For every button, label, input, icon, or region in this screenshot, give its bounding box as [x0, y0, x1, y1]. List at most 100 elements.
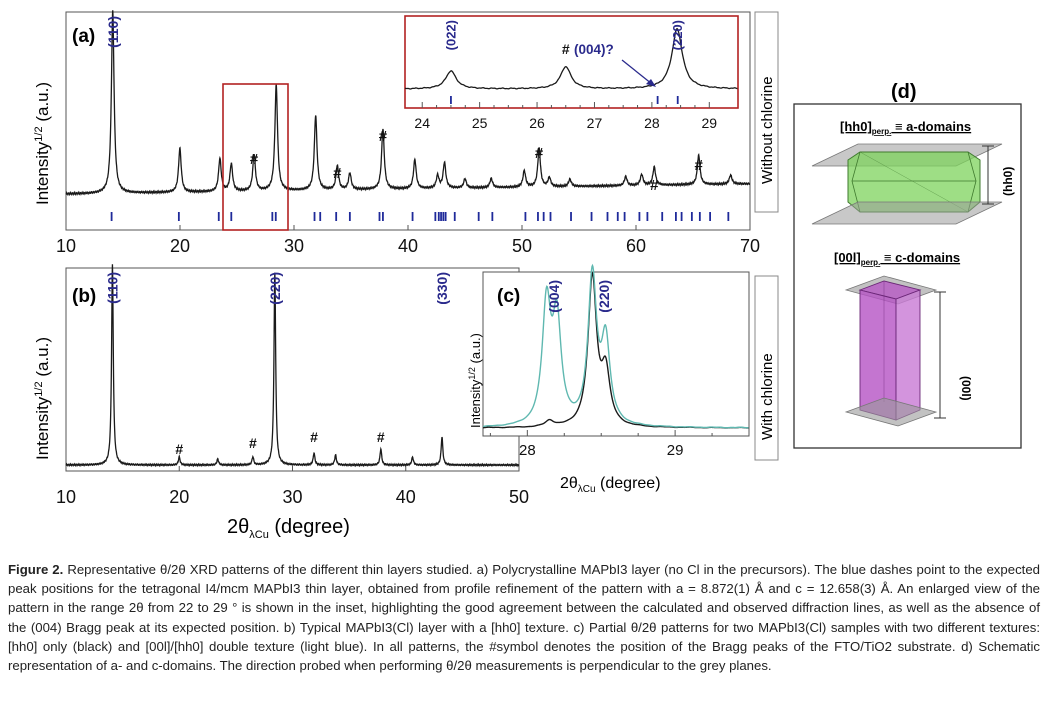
- inset-curve: [404, 27, 738, 90]
- caption-text: Representative θ/2θ XRD patterns of the …: [8, 562, 1040, 674]
- x-tick-label: 28: [644, 115, 660, 131]
- hkl-label: (022): [444, 20, 459, 50]
- panel-d-frame: [793, 103, 1022, 449]
- figure-caption: Figure 2. Representative θ/2θ XRD patter…: [8, 560, 1040, 675]
- panel-a-peak-ticks: [110, 212, 730, 221]
- x-tick-label: 10: [56, 236, 76, 256]
- x-tick-label: 40: [396, 487, 416, 507]
- panel-b-substrate-marks: # # # #: [175, 429, 385, 457]
- x-tick-label: 25: [472, 115, 488, 131]
- panel-c-x-label: 2θλCu (degree): [560, 475, 661, 495]
- svg-text:Intensity1/2 (a.u.): Intensity1/2 (a.u.): [33, 337, 52, 460]
- hkl-label: (220): [267, 272, 283, 305]
- substrate-hash-mark: #: [250, 151, 259, 168]
- inset-hkl-labels: (022) (220): [444, 20, 685, 50]
- x-tick-label: 29: [702, 115, 718, 131]
- panel-a-y-label: Intensity1/2 (a.u.): [33, 82, 52, 205]
- a-domain-dim-label: (hh0): [1001, 167, 1015, 196]
- side-label-b: With chlorine: [759, 353, 776, 440]
- c-domain-dim-label: (00l): [959, 376, 973, 401]
- substrate-hash-mark: #: [379, 128, 388, 145]
- panel-a-curve: [65, 10, 751, 197]
- panel-a-label: (a): [72, 26, 95, 47]
- x-tick-label: 10: [56, 487, 76, 507]
- panel-b-y-label: Intensity1/2 (a.u.): [33, 337, 52, 460]
- substrate-hash-mark: #: [249, 435, 257, 451]
- substrate-hash-mark: #: [333, 165, 342, 182]
- panel-d-label: (d): [891, 81, 917, 103]
- inset-annotation: (004)?: [574, 42, 614, 57]
- panel-b-x-label: 2θλCu (degree): [227, 516, 350, 541]
- panel-c-curves: [482, 263, 749, 429]
- panel-b-x-ticks: 10 20 30 40 50: [56, 466, 529, 507]
- panel-c-y-label: Intensity1/2 (a.u.): [467, 333, 483, 428]
- hkl-label: (110): [105, 16, 121, 48]
- panel-c-label: (c): [497, 286, 520, 307]
- x-tick-label: 26: [529, 115, 545, 131]
- x-tick-label: 30: [282, 487, 302, 507]
- panel-d: (d) [hh0]perp. ≡ a-domains (hh0) [00l]pe…: [793, 81, 1022, 449]
- a-domain-title: [hh0]perp. ≡ a-domains: [840, 119, 971, 136]
- panel-a-inset: 24 25 26 27 28 29 (022) (220) # (004)?: [404, 15, 739, 131]
- panel-a-zoom-box: [222, 83, 289, 231]
- svg-text:Intensity1/2 (a.u.): Intensity1/2 (a.u.): [33, 82, 52, 205]
- svg-text:2θλCu (degree): 2θλCu (degree): [560, 475, 661, 495]
- x-tick-label: 20: [169, 487, 189, 507]
- x-tick-label: 27: [587, 115, 603, 131]
- inset-peak-ticks: [450, 96, 679, 104]
- side-label-a: Without chlorine: [759, 76, 776, 184]
- panel-c-x-ticks: 28 29: [489, 430, 750, 459]
- substrate-hash-mark: #: [562, 41, 570, 57]
- x-tick-label: 28: [519, 442, 536, 459]
- x-tick-label: 40: [398, 236, 418, 256]
- x-tick-label: 50: [512, 236, 532, 256]
- panel-a-x-ticks: 10 20 30 40 50 60 70: [56, 225, 760, 256]
- panel-a-substrate-marks: # # # # # #: [250, 128, 704, 194]
- svg-text:2θλCu (degree): 2θλCu (degree): [227, 516, 350, 541]
- pattern-a-line: [65, 10, 751, 197]
- panel-b-hkl-labels: (110) (220) (330): [104, 272, 450, 305]
- substrate-hash-mark: #: [650, 177, 659, 194]
- x-tick-label: 20: [170, 236, 190, 256]
- x-tick-label: 60: [626, 236, 646, 256]
- hkl-label: (220): [670, 20, 685, 50]
- panel-b-curve: [65, 264, 520, 468]
- hkl-label: (004): [546, 280, 562, 313]
- inset-annotation-arrow: [621, 59, 653, 85]
- panel-b: (b) 10 20 30 40 50 (110) (220) (330) # # # # Inte…: [33, 264, 529, 541]
- substrate-hash-mark: #: [175, 441, 183, 457]
- hkl-label: (330): [434, 272, 450, 305]
- panel-c-hkl-labels: (004) (220): [546, 280, 612, 313]
- x-tick-label: 30: [284, 236, 304, 256]
- pattern-inset-line: [404, 27, 738, 90]
- x-tick-label: 29: [667, 442, 684, 459]
- panel-b-frame: [65, 267, 520, 472]
- hkl-label: (110): [104, 272, 120, 304]
- pattern-b-line: [65, 264, 520, 468]
- side-box-a: [754, 11, 779, 213]
- inset-x-ticks: 24 25 26 27 28 29: [414, 102, 717, 131]
- panel-c-frame: [482, 271, 750, 437]
- inset-frame: [404, 15, 739, 109]
- inset-substrate-marks: #: [562, 41, 570, 57]
- pattern-c-series-2: [482, 263, 749, 429]
- substrate-hash-mark: #: [310, 429, 318, 445]
- c-domain-prism: [858, 280, 922, 421]
- substrate-hash-mark: #: [695, 157, 704, 174]
- svg-text:Intensity1/2 (a.u.): Intensity1/2 (a.u.): [467, 333, 483, 428]
- a-domain-bottom-plane: [811, 201, 1003, 225]
- hkl-label: (220): [596, 280, 612, 313]
- x-tick-label: 70: [740, 236, 760, 256]
- inset-arrow-head: [646, 79, 656, 87]
- x-tick-label: 24: [414, 115, 430, 131]
- panel-b-label: (b): [72, 286, 96, 307]
- c-domain-bottom-plane: [844, 397, 938, 427]
- substrate-hash-mark: #: [377, 429, 385, 445]
- x-tick-label: 50: [509, 487, 529, 507]
- c-domain-title: [00l]perp. ≡ c-domains: [834, 250, 960, 267]
- substrate-hash-mark: #: [535, 145, 544, 162]
- side-box-b: [754, 275, 779, 461]
